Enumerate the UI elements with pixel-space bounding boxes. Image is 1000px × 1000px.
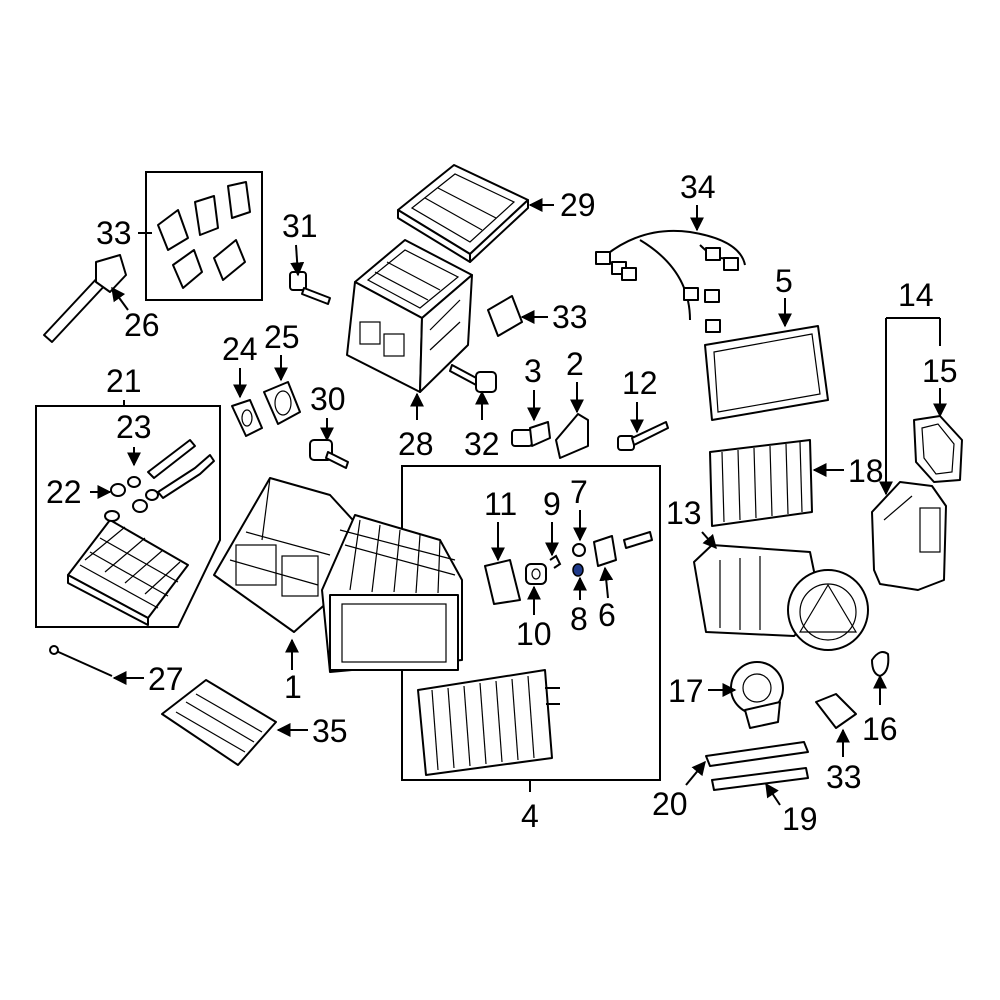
part-35-aux-heater[interactable]: [161, 679, 277, 766]
part-34-wiring-harness[interactable]: [595, 229, 746, 333]
part-29-filter-frame[interactable]: [397, 164, 529, 263]
callout-24: 24: [222, 331, 258, 367]
actuator-kit-box: [145, 171, 263, 301]
part-18-cabin-filter[interactable]: [709, 439, 813, 527]
part-11-expansion-block[interactable]: [484, 559, 521, 605]
part-20-strip[interactable]: [705, 741, 809, 767]
callout-11: 11: [484, 486, 517, 522]
part-23-pipes[interactable]: [147, 439, 215, 499]
callout-34: 34: [680, 169, 716, 205]
part-30-sensor[interactable]: [309, 439, 349, 469]
callout-1: 1: [284, 669, 302, 705]
callout-35: 35: [312, 713, 348, 749]
callout-7: 7: [570, 474, 588, 510]
part-6-valve[interactable]: [593, 531, 653, 567]
part-22-orings[interactable]: [104, 476, 159, 522]
part-16-clip[interactable]: [871, 651, 890, 677]
part-10-gasket[interactable]: [525, 563, 547, 585]
callout-20: 20: [652, 786, 688, 822]
part-24-seal[interactable]: [231, 399, 263, 437]
callout-9: 9: [543, 486, 561, 522]
callout-26: 26: [124, 307, 160, 343]
part-5-gasket[interactable]: [704, 325, 829, 421]
part-26-sensor-probe[interactable]: [43, 254, 127, 343]
callout-28: 28: [398, 426, 434, 462]
part-4-evaporator[interactable]: [417, 669, 560, 776]
part-21-heater-core[interactable]: [67, 519, 189, 626]
callout-14: 14: [898, 277, 934, 313]
part-17-blower-motor[interactable]: [730, 661, 784, 729]
part-9-clip[interactable]: [549, 554, 562, 569]
part-31-sensor[interactable]: [289, 271, 331, 305]
part-27-rod[interactable]: [49, 645, 113, 677]
callout-6: 6: [598, 597, 616, 633]
callout-10: 10: [516, 616, 552, 652]
callout-31: 31: [282, 208, 318, 244]
callout-32: 32: [464, 426, 500, 462]
heater-core-kit-box: [35, 405, 221, 628]
callout-33c: 33: [826, 759, 862, 795]
callout-5: 5: [775, 263, 793, 299]
callout-17: 17: [668, 673, 704, 709]
part-13-blower-housing[interactable]: [693, 544, 869, 651]
part-14-duct[interactable]: [871, 481, 947, 591]
callout-12: 12: [622, 365, 658, 401]
callout-27: 27: [148, 661, 184, 697]
leader-lines: [90, 198, 947, 806]
callout-19: 19: [782, 801, 818, 837]
part-1-main-housing[interactable]: [213, 477, 463, 673]
callout-23: 23: [116, 409, 152, 445]
callout-29: 29: [560, 187, 596, 223]
callout-labels: 29 33 31 33 26 34 5 14 15 25 24 21 23 30…: [46, 169, 958, 837]
part-2-bracket[interactable]: [555, 413, 589, 459]
part-28-upper-housing[interactable]: [346, 239, 473, 393]
callout-33a: 33: [96, 215, 132, 251]
callout-16: 16: [862, 711, 898, 747]
part-32-sensor[interactable]: [449, 364, 497, 393]
part-7-oring[interactable]: [572, 543, 586, 557]
part-19-strip[interactable]: [711, 767, 809, 791]
callout-2: 2: [566, 346, 584, 382]
callout-3: 3: [524, 353, 542, 389]
part-33-actuators[interactable]: [157, 181, 251, 289]
part-33-actuator-right[interactable]: [487, 295, 523, 337]
callout-8: 8: [570, 601, 588, 637]
callout-22: 22: [46, 474, 82, 510]
callout-25: 25: [264, 319, 300, 355]
part-3-valve[interactable]: [511, 421, 551, 447]
callout-4: 4: [521, 798, 539, 834]
part-8-oring[interactable]: [572, 563, 584, 577]
part-33-resistor[interactable]: [815, 693, 857, 729]
callout-18: 18: [848, 453, 884, 489]
callout-33b: 33: [552, 299, 588, 335]
part-15-duct-seal[interactable]: [913, 415, 963, 483]
callout-15: 15: [922, 353, 958, 389]
callout-13: 13: [666, 495, 702, 531]
callout-21: 21: [106, 363, 142, 399]
part-12-bolt[interactable]: [617, 421, 669, 451]
part-25-seal[interactable]: [263, 381, 301, 425]
callout-30: 30: [310, 381, 346, 417]
